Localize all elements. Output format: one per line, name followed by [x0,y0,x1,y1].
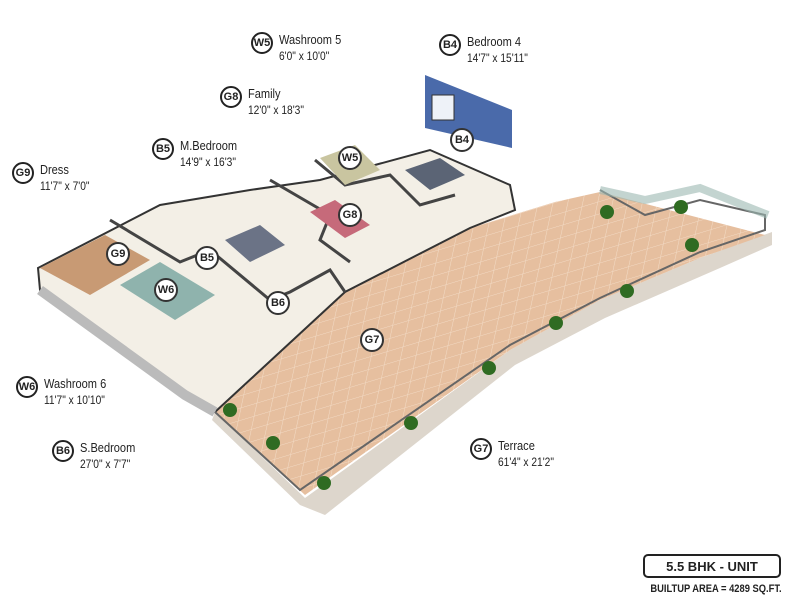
marker-w6: W6 [154,278,178,302]
label-terrace: G7 Terrace 61'4" x 21'2" [470,438,564,470]
room-dims: 14'7" x 15'11" [467,51,528,65]
room-name: M.Bedroom [180,138,238,153]
marker-b4: B4 [450,128,474,152]
room-dims: 11'7" x 7'0" [40,179,90,193]
label-bedroom4: B4 Bedroom 4 14'7" x 15'11" [439,34,539,66]
room-dims: 6'0" x 10'0" [279,49,330,63]
bedroom4-accent-wall [425,75,512,148]
terrace-floor [215,192,765,495]
marker-b5: B5 [195,246,219,270]
plant-icon [404,416,418,430]
label-washroom5: W5 Washroom 5 6'0" x 10'0" [251,32,352,64]
room-name: Family [248,86,281,101]
marker-g7: G7 [360,328,384,352]
label-sbedroom: B6 S.Bedroom 27'0" x 7'7" [52,440,145,472]
room-dims: 14'9" x 16'3" [180,155,236,169]
label-family: G8 Family 12'0" x 18'3" [220,86,314,118]
room-code-badge: W6 [16,376,38,398]
label-washroom6: W6 Washroom 6 11'7" x 10'10" [16,376,117,408]
plant-icon [620,284,634,298]
builtup-area: BUILTUP AREA = 4289 SQ.FT. [650,583,782,595]
room-code-badge: W5 [251,32,273,54]
room-dims: 12'0" x 18'3" [248,103,304,117]
room-dims: 27'0" x 7'7" [80,457,131,471]
plant-icon [549,316,563,330]
room-code-badge: G8 [220,86,242,108]
room-name: Dress [40,162,69,177]
plant-icon [223,403,237,417]
unit-type-box: 5.5 BHK - UNIT [643,554,781,578]
room-code-badge: G9 [12,162,34,184]
room-name: Terrace [498,438,535,453]
room-name: S.Bedroom [80,440,136,455]
bed [225,225,285,262]
marker-g8: G8 [338,203,362,227]
terrace-glass [599,183,770,219]
label-dress: G9 Dress 11'7" x 7'0" [12,162,98,194]
interior-wall [269,178,351,264]
plant-icon [600,205,614,219]
room-code-badge: B5 [152,138,174,160]
room-name: Bedroom 4 [467,34,522,49]
plant-icon [482,361,496,375]
window [431,94,455,121]
terrace-railing [214,189,766,492]
plant-icon [266,436,280,450]
marker-g9: G9 [106,242,130,266]
outer-wall [37,285,218,417]
room-dims: 11'7" x 10'10" [44,393,105,407]
bed [405,158,465,190]
interior-wall [314,158,456,207]
room-name: Washroom 5 [279,32,342,47]
label-mbedroom: B5 M.Bedroom 14'9" x 16'3" [152,138,247,170]
plant-icon [317,476,331,490]
plant-icon [685,238,699,252]
room-code-badge: B6 [52,440,74,462]
plant-icon [674,200,688,214]
room-code-badge: B4 [439,34,461,56]
marker-w5: W5 [338,146,362,170]
room-dims: 61'4" x 21'2" [498,455,554,469]
room-code-badge: G7 [470,438,492,460]
room-name: Washroom 6 [44,376,107,391]
marker-b6: B6 [266,291,290,315]
